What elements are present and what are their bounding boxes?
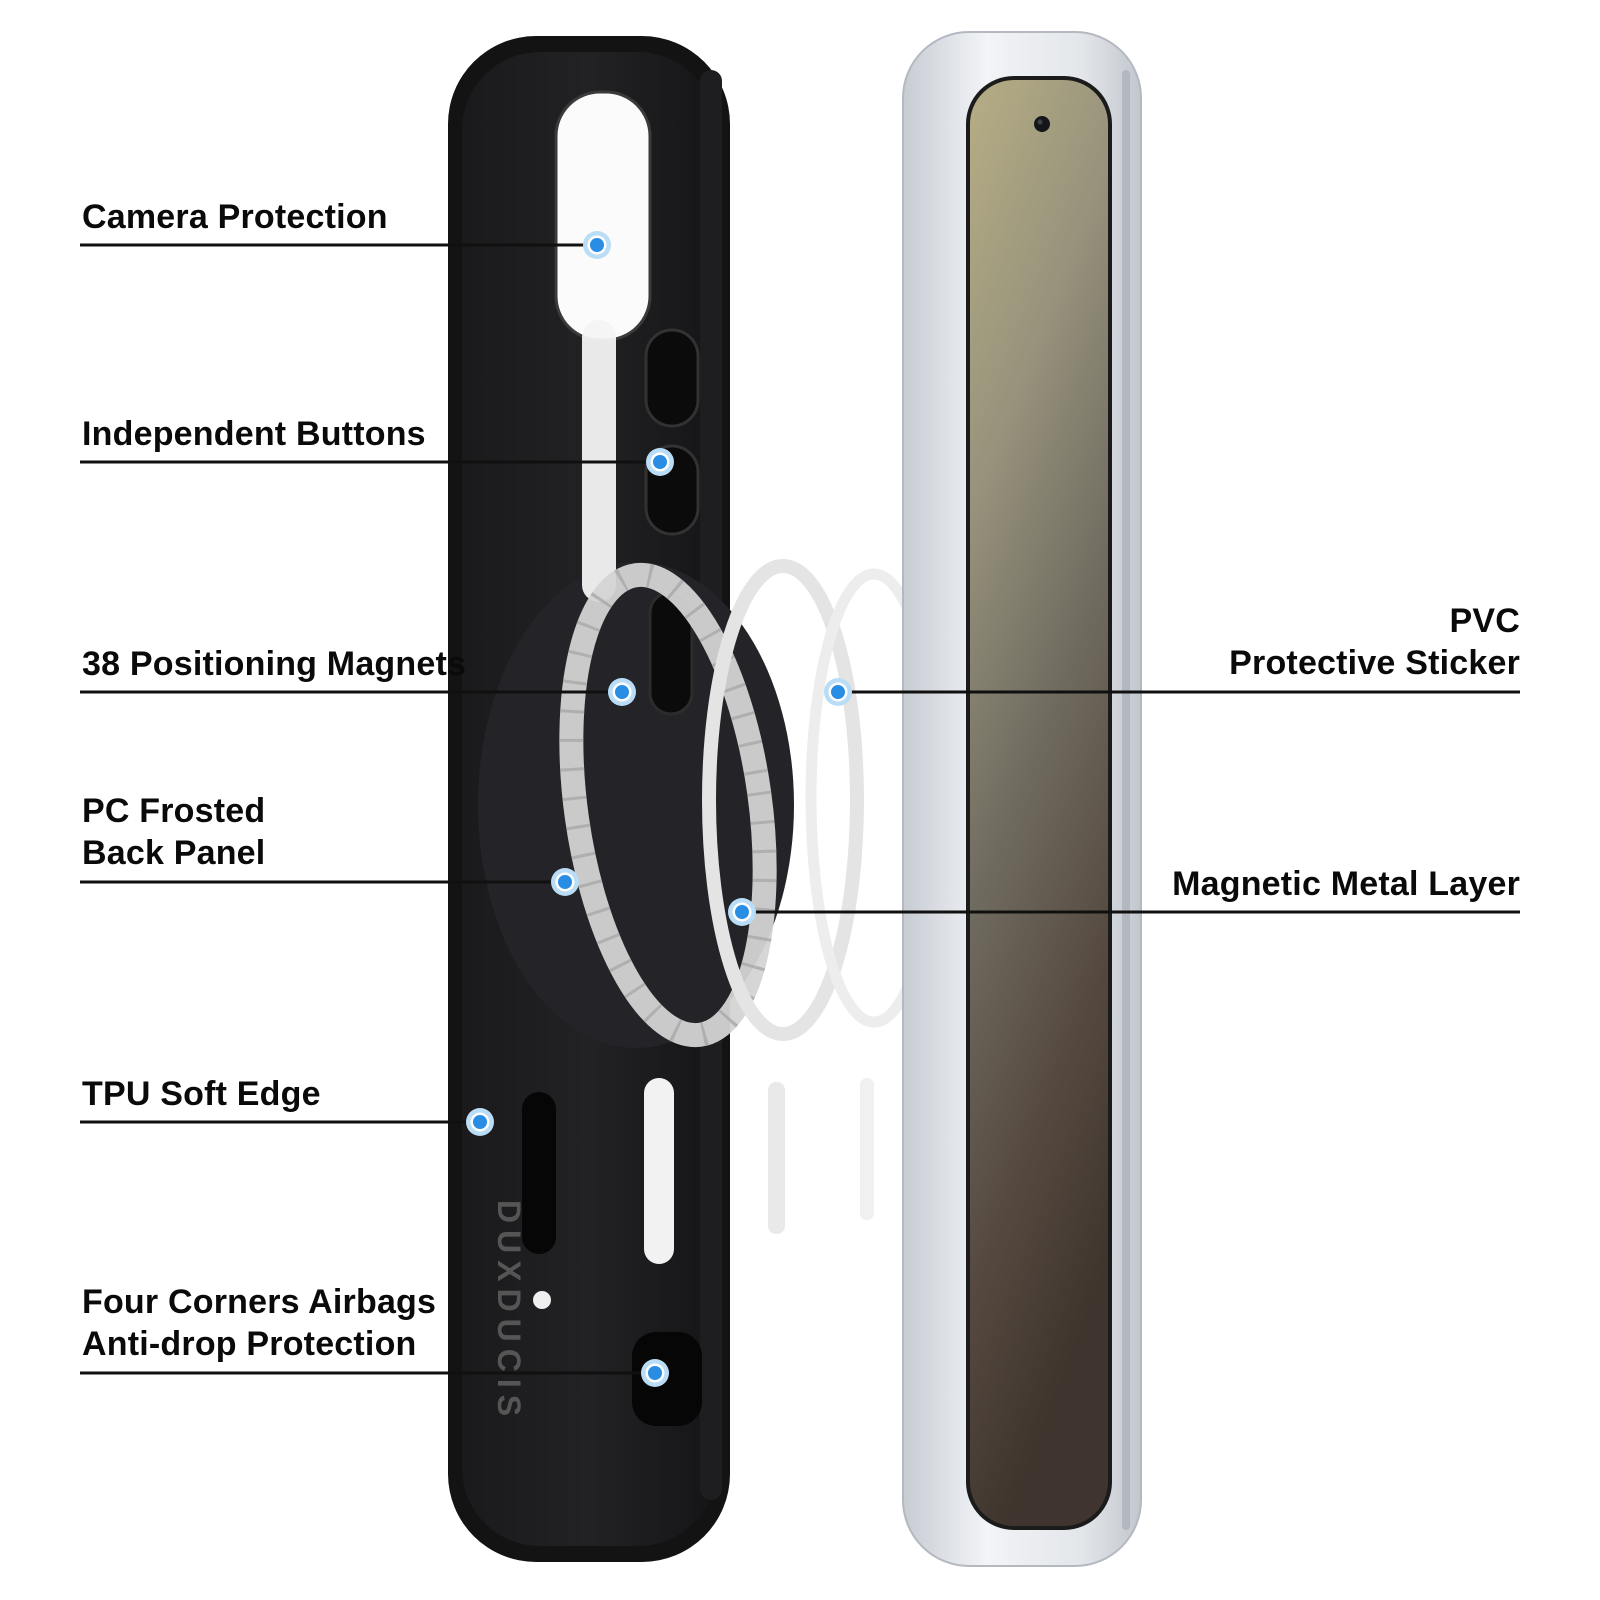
front-camera-lens	[1037, 119, 1043, 125]
callout-text: Four Corners Airbags	[82, 1283, 437, 1321]
callout-dot-camera-protection	[583, 231, 611, 259]
case-magnet-ring	[559, 562, 777, 1048]
lanyard-hole	[533, 1291, 551, 1309]
callout-dot-tpu-soft-edge	[466, 1108, 494, 1136]
callout-dot-independent-buttons	[646, 448, 674, 476]
phone-right-edge	[1122, 70, 1130, 1530]
side-buttons	[644, 328, 700, 716]
callout-text: TPU Soft Edge	[82, 1075, 321, 1113]
callout-dots	[466, 231, 852, 1387]
callout-text: 38 Positioning Magnets	[82, 645, 467, 683]
callout-label-independent-buttons: Independent Buttons	[82, 413, 426, 455]
magnet-bar-1	[768, 1082, 785, 1234]
phone-screen	[966, 76, 1112, 1530]
port-cutout	[644, 1078, 674, 1264]
callout-label-positioning-magnets: 38 Positioning Magnets	[82, 643, 466, 685]
callout-text: PVC	[1449, 602, 1520, 640]
callout-dot-pvc-sticker	[824, 678, 852, 706]
callout-dot-pc-frosted	[551, 868, 579, 896]
callout-lines	[80, 243, 1520, 1375]
callout-text: Back Panel	[82, 834, 266, 872]
callout-label-pc-frosted: PC Frosted Back Panel	[82, 790, 265, 874]
callout-dot-four-corners	[641, 1359, 669, 1387]
speaker-slot	[522, 1092, 556, 1254]
callout-dot-magnetic-metal	[728, 898, 756, 926]
phone	[902, 31, 1142, 1567]
front-camera-hole	[1034, 116, 1050, 132]
callout-text: Independent Buttons	[82, 415, 426, 453]
callout-label-pvc-sticker: PVC Protective Sticker	[1229, 600, 1520, 684]
phone-case: DUXDUCIS	[448, 36, 794, 1562]
brand-logo: DUXDUCIS	[491, 1200, 527, 1423]
callout-label-camera-protection: Camera Protection	[82, 196, 388, 238]
callout-label-magnetic-metal: Magnetic Metal Layer	[1172, 863, 1520, 905]
callout-label-tpu-soft-edge: TPU Soft Edge	[82, 1073, 321, 1115]
callout-text: PC Frosted	[82, 792, 266, 830]
magnetic-metal-ring	[702, 559, 864, 1041]
volume-button	[644, 328, 700, 428]
callout-text: Anti-drop Protection	[82, 1325, 417, 1363]
callout-text: Camera Protection	[82, 198, 388, 236]
callout-text: Protective Sticker	[1229, 644, 1520, 682]
callout-text: Magnetic Metal Layer	[1172, 865, 1520, 903]
callout-label-four-corners: Four Corners Airbags Anti-drop Protectio…	[82, 1281, 436, 1365]
callout-dot-positioning-magnets	[608, 678, 636, 706]
magnet-bar-2	[860, 1078, 874, 1220]
